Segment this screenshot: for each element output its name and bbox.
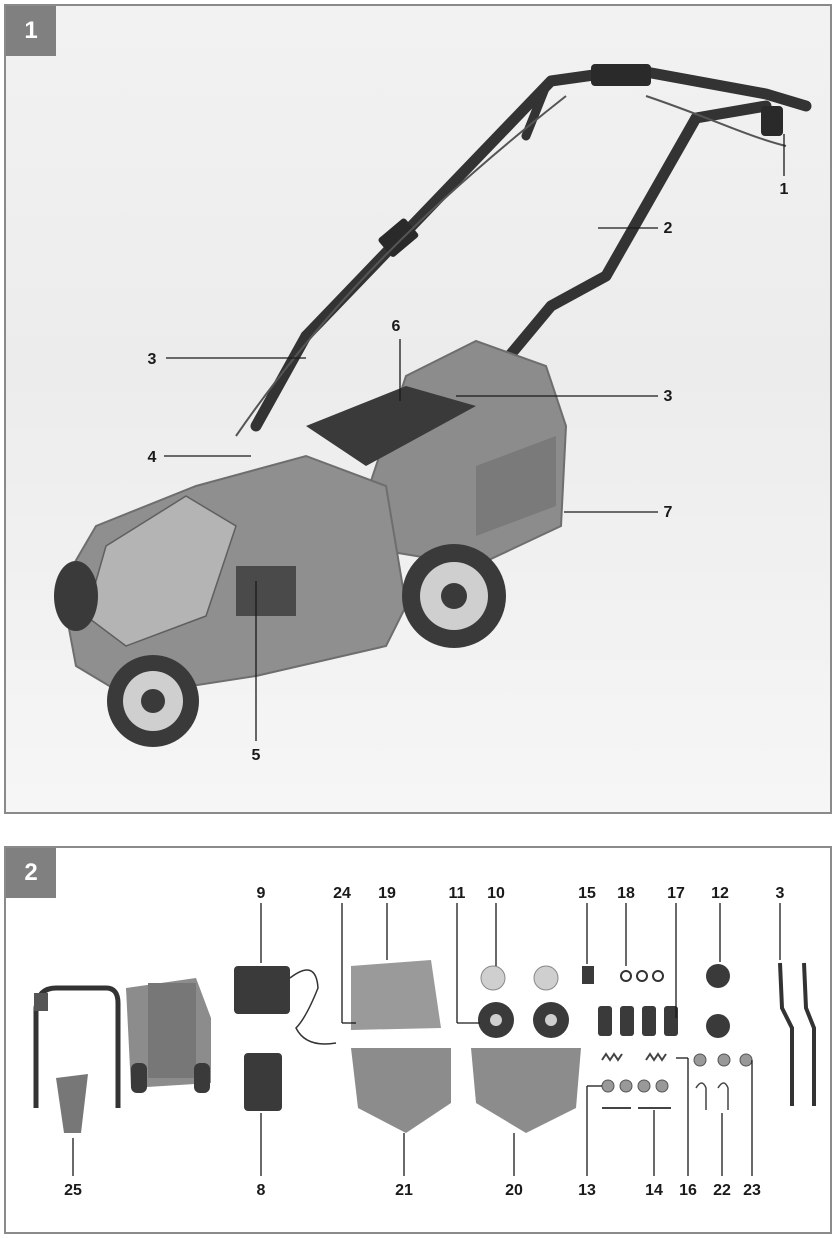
battery xyxy=(244,1053,282,1111)
washers xyxy=(601,1053,753,1093)
springs xyxy=(601,1052,667,1062)
callout-24: 24 xyxy=(333,885,351,902)
callout-7: 7 xyxy=(664,504,673,521)
figure-1-panel: 1 xyxy=(4,4,832,814)
cable-clip xyxy=(378,218,419,257)
figure-2-panel: 2 xyxy=(4,846,832,1234)
parts-illustration: 9 24 19 11 10 15 18 17 12 3 25 8 21 20 1… xyxy=(33,885,816,1199)
figure-number-1: 1 xyxy=(6,6,56,56)
wheels-and-caps xyxy=(478,965,569,1038)
star-knobs xyxy=(706,964,730,1038)
callout-3: 3 xyxy=(776,885,785,902)
callout-20: 20 xyxy=(505,1182,523,1199)
callout-6: 6 xyxy=(392,318,401,335)
callout-3-left: 3 xyxy=(148,351,157,368)
safety-switch-box xyxy=(591,64,651,86)
battery-cover xyxy=(85,495,237,647)
grass-box-half-20 xyxy=(471,1048,581,1133)
callout-17: 17 xyxy=(667,885,685,902)
spring-cotters xyxy=(695,1082,729,1110)
callout-3-right: 3 xyxy=(664,388,673,405)
grass-box-top xyxy=(351,960,441,1030)
mower-assembled-illustration: 1 2 3 3 4 5 6 7 xyxy=(54,64,812,764)
figure-number-2: 2 xyxy=(6,848,56,898)
charger xyxy=(234,966,337,1045)
callout-2: 2 xyxy=(664,220,673,237)
callout-11: 11 xyxy=(449,885,466,902)
callout-23: 23 xyxy=(743,1182,761,1199)
handle-bar xyxy=(235,64,812,537)
height-adjust-lever xyxy=(236,566,296,616)
callout-9: 9 xyxy=(257,885,266,902)
clamping-levers xyxy=(598,1006,678,1036)
callout-10: 10 xyxy=(487,885,505,902)
callout-18: 18 xyxy=(617,885,635,902)
callout-14: 14 xyxy=(645,1182,663,1199)
callout-8: 8 xyxy=(257,1182,266,1199)
callout-13: 13 xyxy=(578,1182,596,1199)
lower-handle-bars xyxy=(778,962,816,1106)
wheels xyxy=(54,544,506,747)
safety-key xyxy=(582,966,594,984)
cable-hooks xyxy=(620,970,664,982)
folded-mower xyxy=(33,978,211,1133)
callout-16: 16 xyxy=(679,1182,697,1199)
grass-box-half-21 xyxy=(351,1048,451,1133)
callout-15: 15 xyxy=(578,885,596,902)
callout-5: 5 xyxy=(252,747,261,764)
switch-lever xyxy=(761,106,783,136)
callout-22: 22 xyxy=(713,1182,731,1199)
callout-19: 19 xyxy=(378,885,396,902)
callout-25: 25 xyxy=(64,1182,82,1199)
callout-21: 21 xyxy=(395,1182,413,1199)
callout-12: 12 xyxy=(711,885,729,902)
callout-4: 4 xyxy=(148,449,157,466)
callout-1: 1 xyxy=(780,181,789,198)
mower-deck xyxy=(59,454,408,698)
grass-box xyxy=(306,339,568,568)
mulch-insert xyxy=(56,1074,88,1133)
